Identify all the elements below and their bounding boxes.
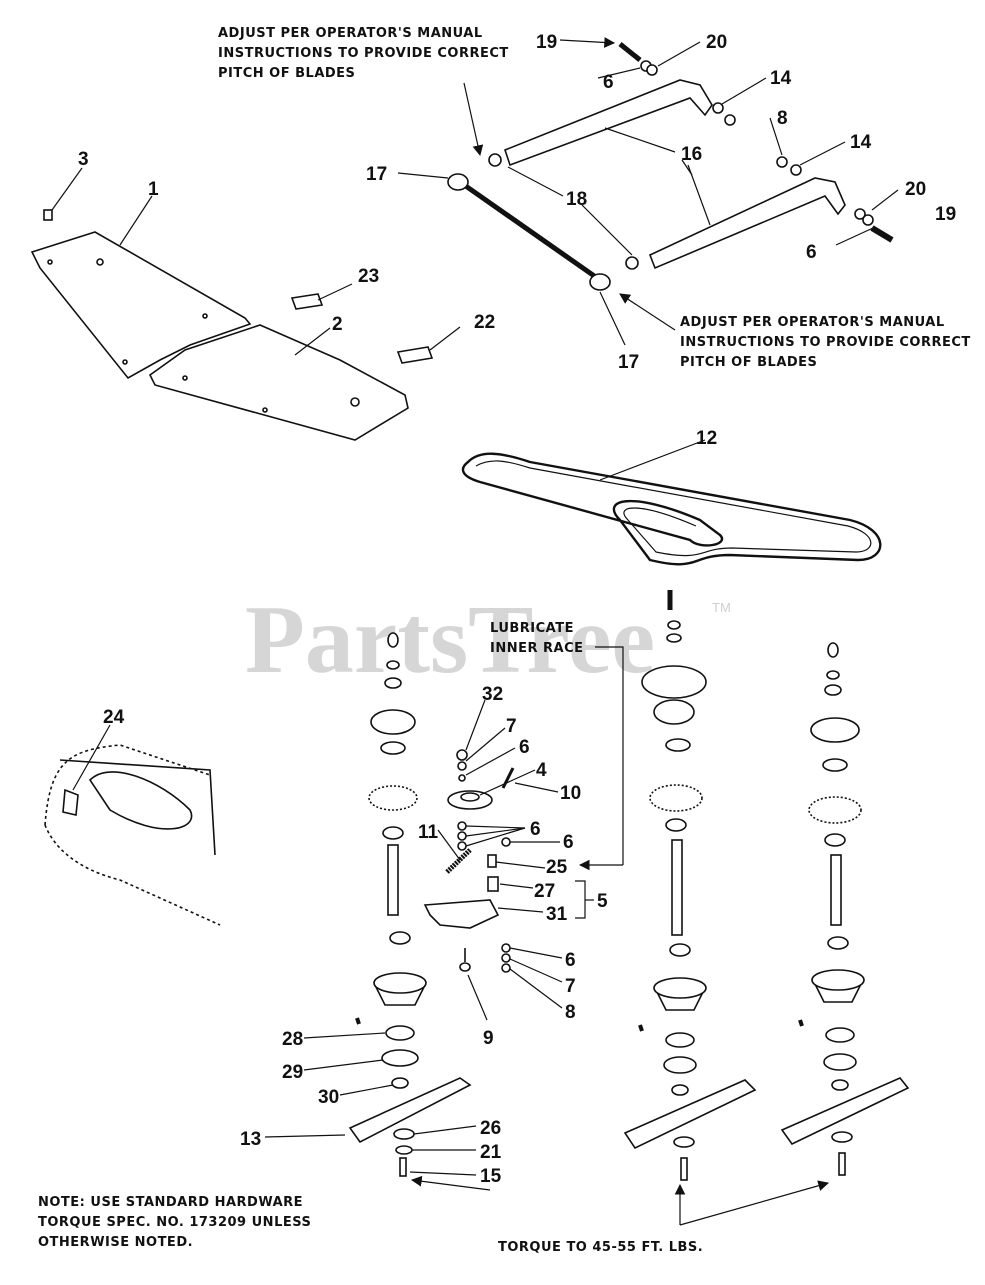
callout-30: 30	[318, 1087, 339, 1108]
note-line: NOTE: USE STANDARD HARDWARE	[38, 1195, 304, 1210]
note-hardware: NOTE: USE STANDARD HARDWARE TORQUE SPEC.…	[38, 1193, 311, 1253]
idler-assembly	[423, 749, 515, 973]
decal-23	[290, 293, 324, 310]
deck-decal-24	[62, 788, 79, 816]
callout-11: 11	[418, 822, 439, 843]
note-line: OTHERWISE NOTED.	[38, 1235, 194, 1250]
callout-6: 6	[530, 819, 541, 840]
callout-20: 20	[706, 32, 727, 53]
callout-6: 6	[603, 72, 614, 93]
callout-1: 1	[148, 179, 159, 200]
spindle-center	[623, 590, 757, 1181]
deck-cover-panel-2	[148, 324, 409, 441]
note-torque: TORQUE TO 45-55 FT. LBS.	[498, 1240, 704, 1255]
callout-25: 25	[546, 857, 568, 878]
callout-17: 17	[366, 164, 387, 185]
deck-cover-panel-1	[30, 231, 252, 380]
callout-19: 19	[536, 32, 557, 53]
note-line: PITCH OF BLADES	[680, 355, 818, 370]
callout-10: 10	[560, 783, 581, 804]
callout-7: 7	[506, 716, 517, 737]
callout-14: 14	[850, 132, 872, 153]
callout-6: 6	[806, 242, 817, 263]
note-lubricate: LUBRICATE INNER RACE	[490, 619, 584, 659]
note-line: LUBRICATE	[490, 621, 574, 636]
adjust-arm-lower	[648, 177, 846, 270]
callout-20: 20	[905, 179, 926, 200]
callout-6: 6	[519, 737, 530, 758]
callout-24: 24	[103, 707, 125, 728]
callout-18: 18	[566, 189, 587, 210]
callout-8: 8	[777, 108, 788, 129]
callout-28: 28	[282, 1029, 303, 1050]
spindle-right	[780, 642, 910, 1176]
callout-6: 6	[563, 832, 574, 853]
callout-19: 19	[935, 204, 956, 225]
callout-numbers: 1 2 3 4 5 6 6 6 6 6 6 7 7 8 8 9 10 11 12…	[78, 32, 956, 1187]
callout-22: 22	[474, 312, 495, 333]
callout-4: 4	[536, 760, 547, 781]
callout-32: 32	[482, 684, 503, 705]
callout-8: 8	[565, 1002, 576, 1023]
note-line: TORQUE SPEC. NO. 173209 UNLESS	[38, 1215, 312, 1230]
callout-6: 6	[565, 950, 576, 971]
callout-13: 13	[240, 1129, 261, 1150]
callout-31: 31	[546, 904, 568, 925]
callout-15: 15	[480, 1166, 502, 1187]
callout-21: 21	[480, 1142, 502, 1163]
note-line: INSTRUCTIONS TO PROVIDE CORRECT	[680, 335, 971, 350]
callout-16: 16	[681, 144, 702, 165]
callout-9: 9	[483, 1028, 494, 1049]
callout-3: 3	[78, 149, 89, 170]
note-line: INSTRUCTIONS TO PROVIDE CORRECT	[218, 46, 509, 61]
watermark: PartsTree	[245, 586, 655, 694]
leader-lines	[51, 37, 899, 1226]
note-adjust-right: ADJUST PER OPERATOR'S MANUAL INSTRUCTION…	[680, 313, 971, 373]
adjust-arm-upper	[504, 79, 713, 167]
line-art	[30, 42, 910, 1181]
note-line: ADJUST PER OPERATOR'S MANUAL	[680, 315, 945, 330]
callout-5: 5	[597, 891, 608, 912]
trademark: TM	[712, 600, 731, 615]
callout-26: 26	[480, 1118, 501, 1139]
callout-12: 12	[696, 428, 717, 449]
callout-27: 27	[534, 881, 555, 902]
callout-29: 29	[282, 1062, 303, 1083]
note-adjust-top: ADJUST PER OPERATOR'S MANUAL INSTRUCTION…	[218, 24, 509, 84]
callout-23: 23	[358, 266, 379, 287]
callout-7: 7	[565, 976, 576, 997]
note-line: INNER RACE	[490, 641, 584, 656]
note-line: PITCH OF BLADES	[218, 66, 356, 81]
callout-2: 2	[332, 314, 343, 335]
decal-22	[396, 346, 434, 364]
note-line: ADJUST PER OPERATOR'S MANUAL	[218, 26, 483, 41]
callout-14: 14	[770, 68, 792, 89]
callout-17: 17	[618, 352, 639, 373]
